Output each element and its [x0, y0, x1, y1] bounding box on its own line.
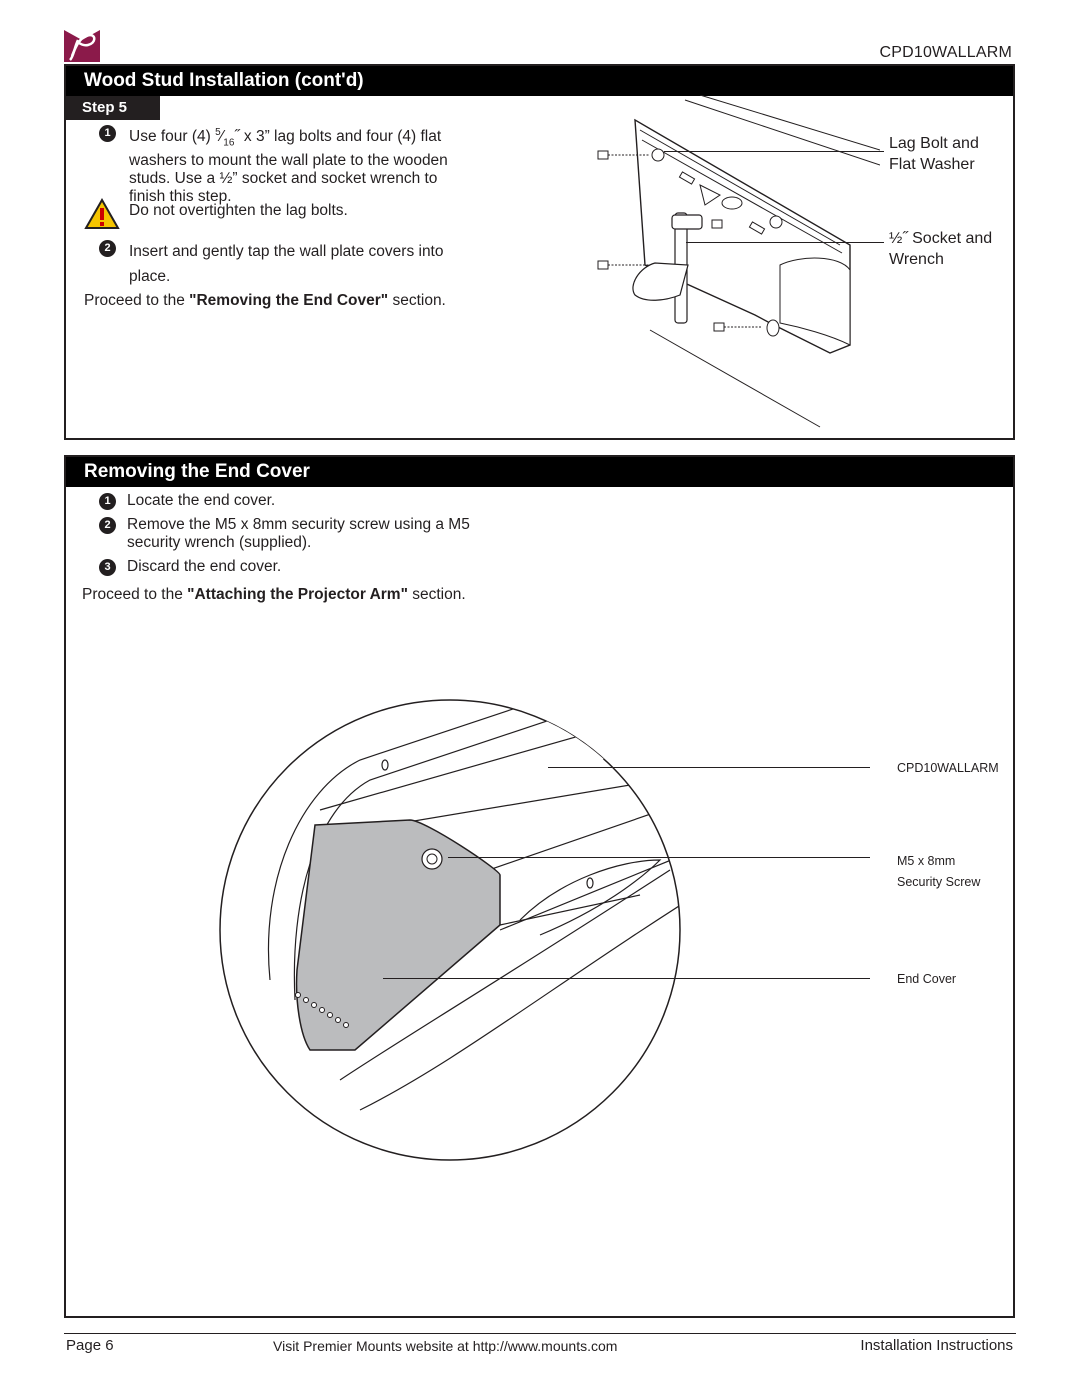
callout-screw-line2: Security Screw — [897, 875, 981, 889]
model-number: CPD10WALLARM — [879, 44, 1012, 61]
item1-text-a: Use four (4) — [129, 128, 216, 146]
remove-item1: Locate the end cover. — [127, 492, 276, 509]
item1-line3: studs. Use a ½” socket and socket wrench… — [129, 170, 438, 188]
step-number-2b: 2 — [99, 517, 116, 534]
frac-den: 16 — [223, 137, 235, 149]
wood-stud-panel: Wood Stud Installation (cont'd) — [64, 64, 1015, 440]
proceed-removing-end-cover: Proceed to the "Removing the End Cover" … — [84, 292, 446, 310]
item1-line2: washers to mount the wall plate to the w… — [129, 152, 448, 170]
removing-end-cover-panel: Removing the End Cover — [64, 455, 1015, 1318]
section-title-removing-end-cover: Removing the End Cover — [66, 457, 1013, 487]
leader-line-lag-bolt — [664, 151, 884, 152]
proceed-attaching-arm: Proceed to the "Attaching the Projector … — [82, 586, 466, 604]
callout-socket-line2: Wrench — [889, 251, 944, 268]
callout-security-screw: M5 x 8mm Security Screw — [897, 851, 980, 893]
step5-item2: Insert and gently tap the wall plate cov… — [129, 239, 444, 289]
step-number-1: 1 — [99, 125, 116, 142]
proceed2-prefix: Proceed to the — [82, 586, 188, 603]
proceed-suffix: section. — [388, 292, 446, 309]
callout-socket-wrench: ½˝ Socket and Wrench — [889, 228, 992, 270]
remove-item3: Discard the end cover. — [127, 558, 282, 575]
proceed2-link-text: "Attaching the Projector Arm" — [187, 586, 408, 603]
footer-rule — [64, 1333, 1016, 1334]
step5-item1: Use four (4) 5⁄16˝ x 3” lag bolts and fo… — [129, 124, 509, 206]
remove-item2-line2: security wrench (supplied). — [127, 534, 312, 551]
callout-socket-line1: ½˝ Socket and — [889, 230, 993, 247]
proceed-prefix: Proceed to the — [84, 292, 190, 309]
step-label: Step 5 — [64, 96, 160, 120]
item1-text-b: ˝ x 3” lag bolts and four (4) flat — [234, 128, 442, 146]
item2-line1: Insert and gently tap the wall plate cov… — [129, 243, 444, 260]
page-number: Page 6 — [66, 1337, 114, 1354]
website-link[interactable]: Visit Premier Mounts website at http://w… — [273, 1338, 618, 1354]
end-cover-detail-illustration — [219, 699, 681, 1161]
wall-plate-illustration — [597, 95, 880, 428]
proceed-link-text: "Removing the End Cover" — [189, 292, 389, 309]
callout-model: CPD10WALLARM — [897, 761, 999, 775]
remove-item2: Remove the M5 x 8mm security screw using… — [127, 516, 470, 552]
leader-line-socket — [686, 242, 884, 243]
callout-lag-bolt: Lag Bolt and Flat Washer — [889, 133, 979, 175]
item2-line2: place. — [129, 268, 171, 285]
callout-end-cover: End Cover — [897, 972, 957, 986]
callout-screw-line1: M5 x 8mm — [897, 854, 956, 868]
step-number-2: 2 — [99, 240, 116, 257]
warning-triangle-icon — [84, 198, 120, 229]
proceed2-suffix: section. — [407, 586, 466, 603]
step-number-1b: 1 — [99, 493, 116, 510]
leader-line-end-cover — [383, 978, 870, 979]
frac-num: 5 — [215, 127, 221, 138]
item1-line4: finish this step. — [129, 188, 232, 206]
premier-mounts-logo — [64, 30, 100, 62]
callout-lag-bolt-line1: Lag Bolt and — [889, 135, 979, 152]
step-number-3: 3 — [99, 559, 116, 576]
section-title-wood-stud: Wood Stud Installation (cont'd) — [66, 66, 1013, 96]
document-type: Installation Instructions — [860, 1337, 1013, 1354]
remove-item2-line1: Remove the M5 x 8mm security screw using… — [127, 516, 470, 533]
callout-lag-bolt-line2: Flat Washer — [889, 156, 975, 173]
warning-text: Do not overtighten the lag bolts. — [129, 202, 348, 219]
leader-line-screw — [448, 857, 870, 858]
leader-line-model — [548, 767, 870, 768]
